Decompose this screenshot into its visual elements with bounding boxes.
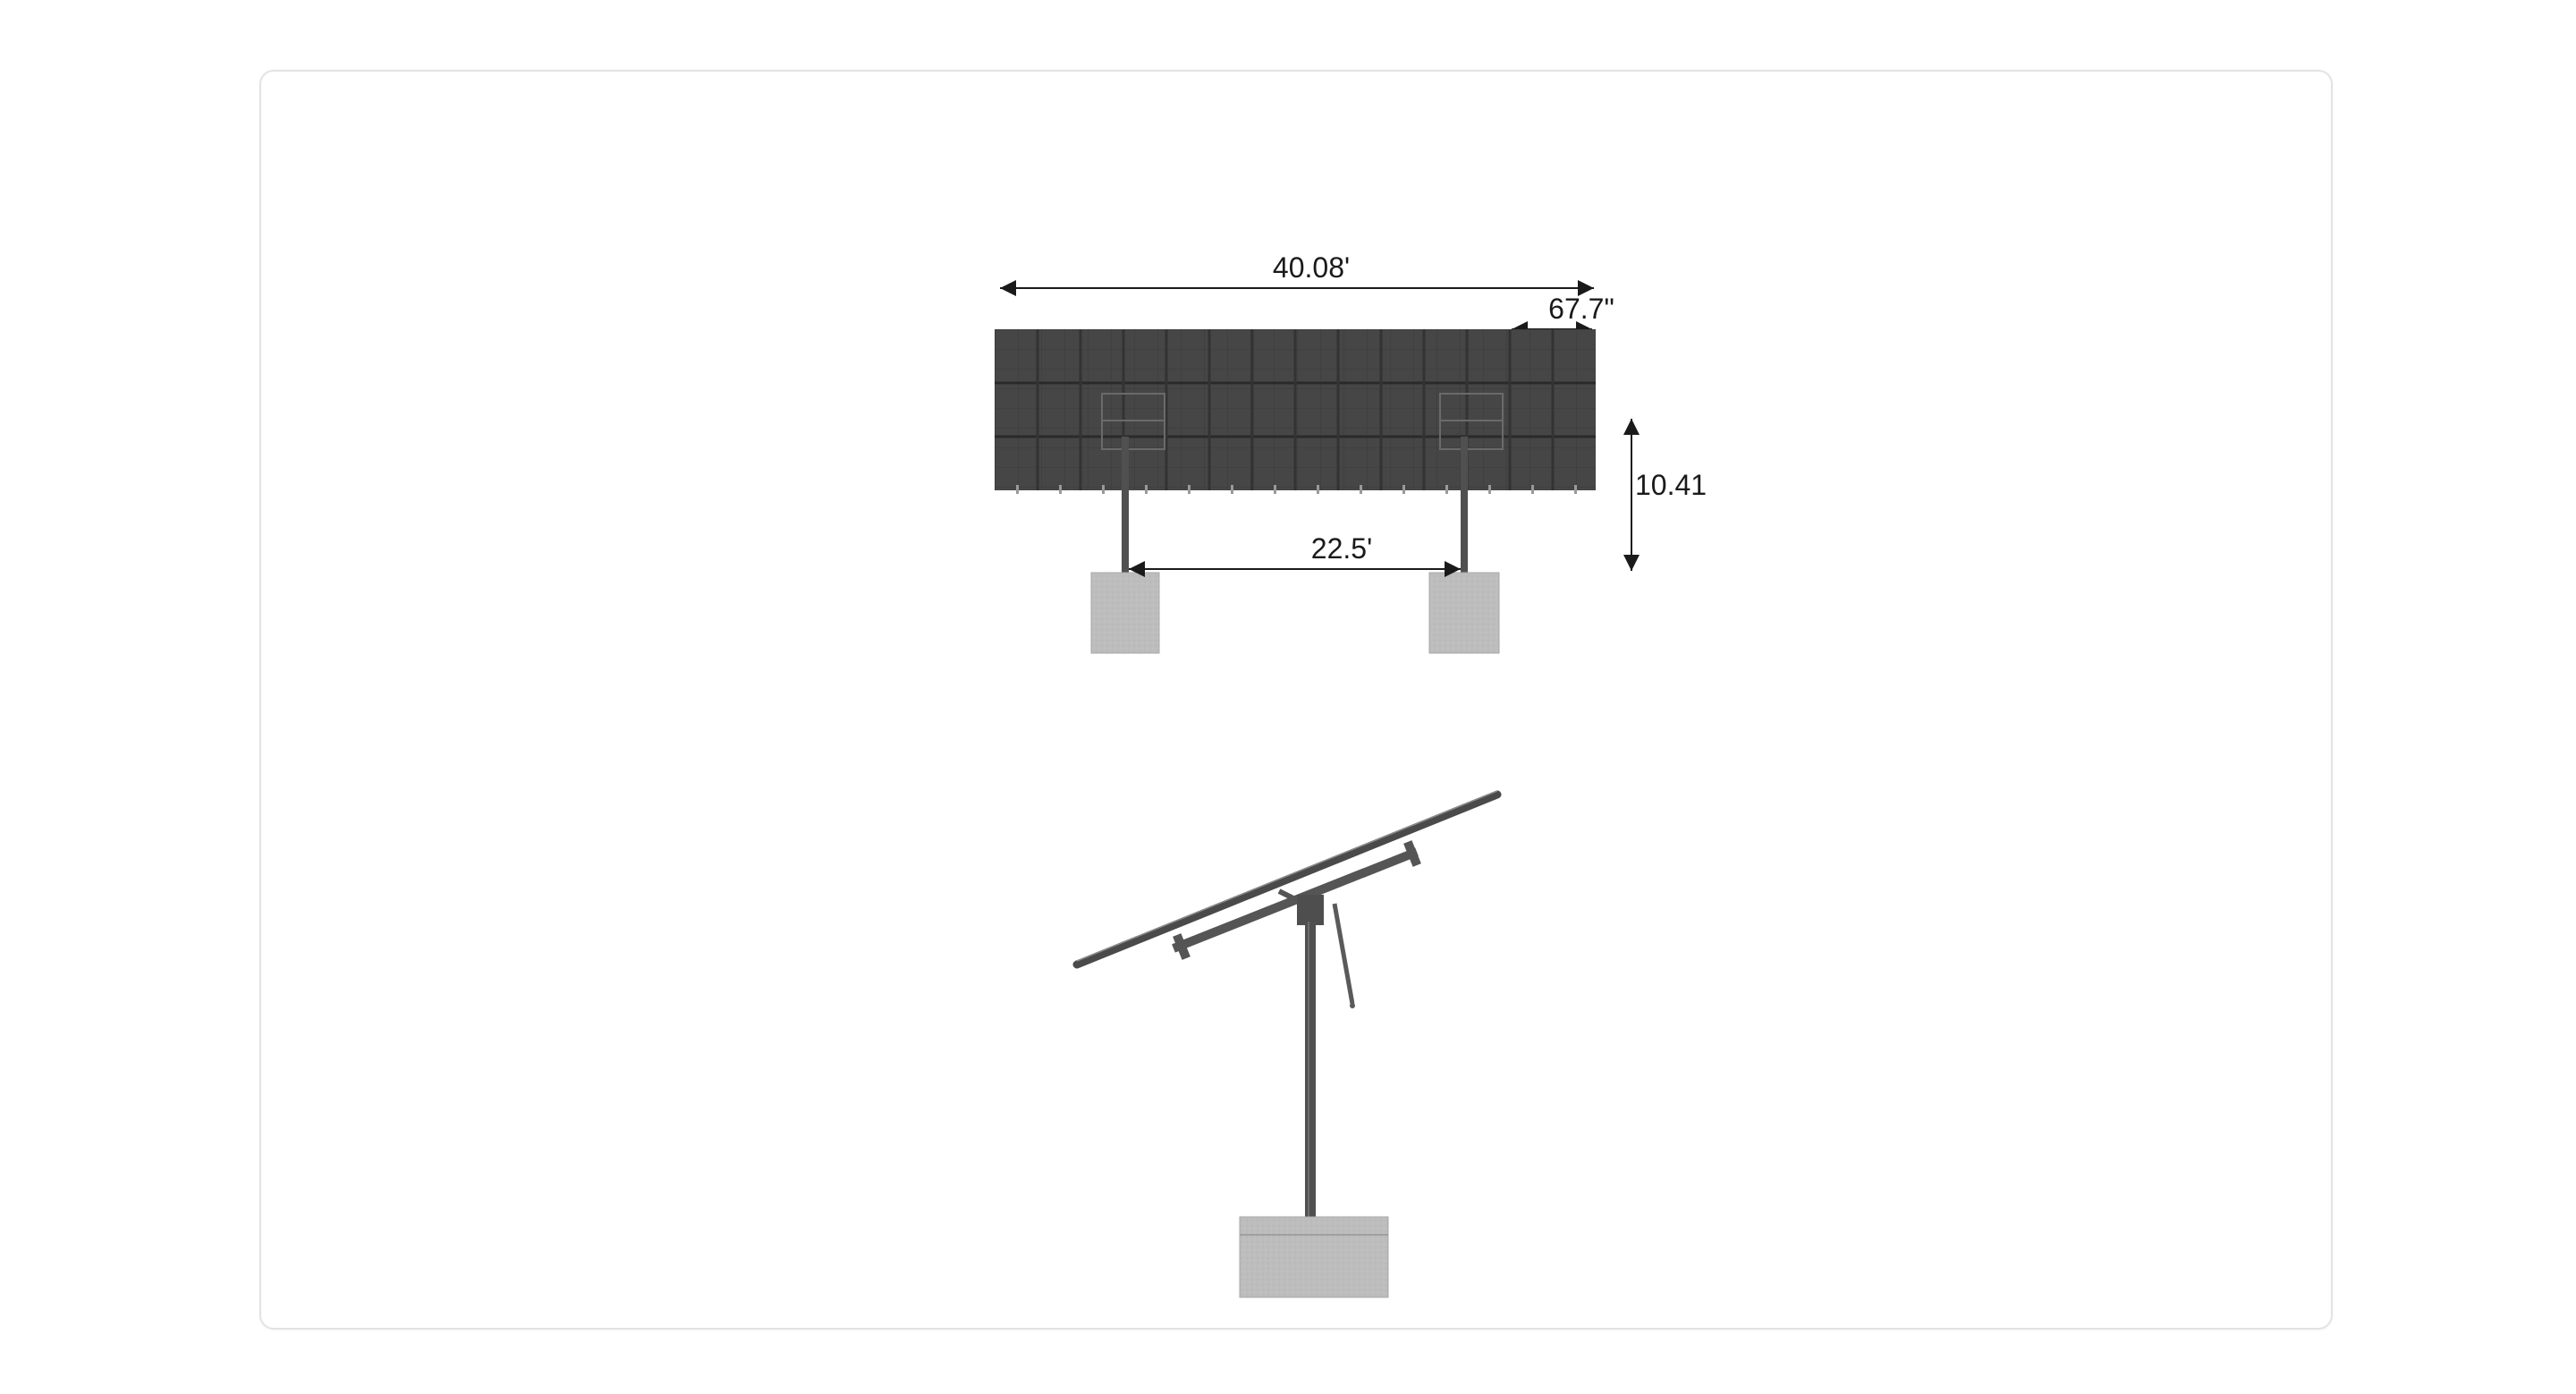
side-footing xyxy=(1239,1216,1389,1298)
side-post xyxy=(1305,922,1316,1219)
post-spacing-label: 22.5' xyxy=(1311,532,1372,565)
drawing-card xyxy=(259,70,2333,1330)
left-post xyxy=(1122,437,1129,573)
front-view: 40.08' 67.7" xyxy=(995,251,1707,654)
solar-panel-array xyxy=(995,329,1596,494)
overall-width-label: 40.08' xyxy=(1273,251,1350,284)
linear-actuator xyxy=(1332,903,1355,1005)
side-view xyxy=(1072,790,1502,1298)
right-footing xyxy=(1428,572,1500,654)
pivot-head xyxy=(1297,895,1324,925)
tilted-panel xyxy=(1072,790,1502,969)
height-label: 10.41 xyxy=(1635,469,1707,501)
module-width-label: 67.7" xyxy=(1548,293,1614,325)
left-footing xyxy=(1090,572,1160,654)
right-post xyxy=(1461,437,1468,573)
